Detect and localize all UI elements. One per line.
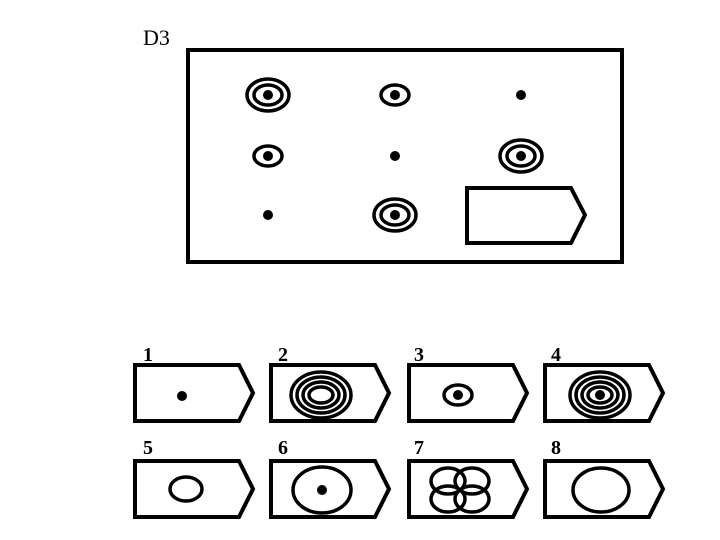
answer-option-1[interactable]	[133, 363, 256, 423]
option-label-1: 1	[143, 344, 153, 366]
ring-icon	[580, 380, 620, 410]
ring-icon	[291, 465, 353, 515]
ring-icon	[289, 370, 353, 420]
answer-option-4[interactable]	[543, 363, 666, 423]
ring-icon	[498, 138, 544, 174]
dot-icon	[317, 485, 327, 495]
answer-options	[133, 363, 666, 519]
option-frame[interactable]	[407, 363, 530, 423]
matrix-cell	[245, 77, 291, 113]
matrix-cell	[372, 197, 418, 233]
matrix-cell	[465, 186, 588, 245]
dot-icon	[516, 151, 526, 161]
dot-icon	[263, 151, 273, 161]
answer-option-5[interactable]	[133, 459, 256, 519]
answer-option-6[interactable]	[269, 459, 392, 519]
option-label-4: 4	[551, 344, 561, 366]
ring-icon	[586, 385, 614, 405]
option-label-2: 2	[278, 344, 288, 366]
matrix-frame	[186, 48, 624, 264]
ring-icon	[307, 385, 335, 405]
ring-icon	[252, 83, 284, 107]
matrix-cell	[252, 144, 284, 168]
ring-icon	[379, 83, 411, 107]
ring-icon	[379, 203, 411, 227]
matrix-grid	[245, 77, 588, 245]
option-label-6: 6	[278, 437, 288, 459]
ring-icon	[252, 144, 284, 168]
matrix-cell	[263, 210, 273, 220]
ring-icon	[295, 375, 347, 415]
answer-option-8[interactable]	[543, 459, 666, 519]
answer-option-7[interactable]	[407, 459, 530, 519]
missing-answer-slot[interactable]	[465, 186, 588, 245]
ring-icon	[453, 484, 491, 514]
option-frame[interactable]	[407, 459, 530, 519]
matrix-cell	[498, 138, 544, 174]
option-label-7: 7	[414, 437, 424, 459]
ring-icon	[245, 77, 291, 113]
ring-icon	[372, 197, 418, 233]
matrix-cell	[516, 90, 526, 100]
ring-icon	[429, 484, 467, 514]
ring-icon	[442, 383, 474, 407]
option-label-8: 8	[551, 437, 561, 459]
answer-option-3[interactable]	[407, 363, 530, 423]
option-label-3: 3	[414, 344, 424, 366]
ring-icon	[429, 466, 467, 496]
answer-option-2[interactable]	[269, 363, 392, 423]
ring-icon	[453, 466, 491, 496]
option-frame[interactable]	[543, 459, 666, 519]
dot-icon	[390, 210, 400, 220]
option-frame[interactable]	[133, 459, 256, 519]
dot-icon	[263, 90, 273, 100]
matrix-cell	[390, 151, 400, 161]
ring-icon	[505, 144, 537, 168]
dot-icon	[390, 90, 400, 100]
dot-icon	[177, 391, 187, 401]
dot-icon	[516, 90, 526, 100]
ring-icon	[568, 370, 632, 420]
ring-icon	[301, 380, 341, 410]
matrix-cell	[379, 83, 411, 107]
ring-icon	[574, 375, 626, 415]
dot-icon	[263, 210, 273, 220]
dot-icon	[453, 390, 463, 400]
ring-icon	[571, 466, 631, 514]
ring-icon	[168, 475, 204, 503]
option-frame[interactable]	[133, 363, 256, 423]
dot-icon	[595, 390, 605, 400]
puzzle-title: D3	[143, 25, 170, 50]
dot-icon	[390, 151, 400, 161]
option-label-5: 5	[143, 437, 153, 459]
